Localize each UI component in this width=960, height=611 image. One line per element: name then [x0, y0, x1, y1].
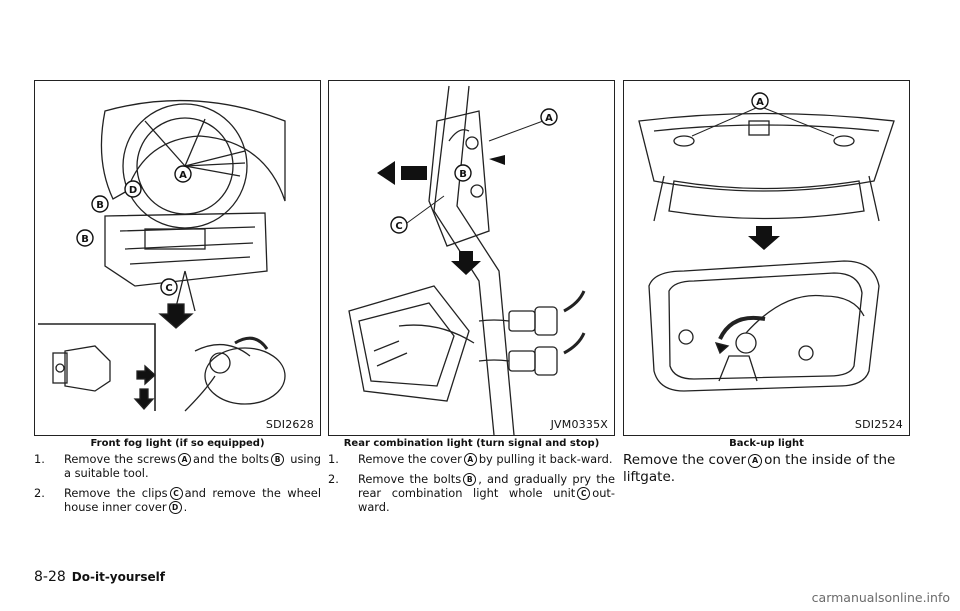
figure-caption: Rear combination light (turn signal and …	[343, 438, 600, 449]
section-title: Do-it-yourself	[71, 570, 165, 584]
callout-marker: A	[178, 453, 192, 466]
figure-caption: Front fog light (if so equipped)	[90, 438, 265, 449]
figure-caption: Back-up light	[729, 438, 804, 449]
callout-a: A	[545, 113, 553, 124]
front-fog-light-illustration: A B D B C	[38, 99, 286, 412]
figure-back-up-light: A SDI2524	[623, 80, 910, 436]
callout-b: B	[96, 200, 104, 211]
callout-marker: B	[463, 473, 477, 486]
figure-code: SDI2628	[265, 418, 314, 431]
callout-c: C	[165, 283, 172, 294]
figure-code: JVM0335X	[550, 418, 608, 431]
callout-b-lower: B	[81, 234, 89, 245]
callout-marker: C	[169, 487, 183, 500]
figure-code: SDI2524	[854, 418, 903, 431]
callout-marker: A	[748, 454, 763, 468]
callout-b: B	[459, 169, 467, 180]
callout-d: D	[129, 185, 137, 196]
callout-marker: C	[577, 487, 591, 500]
page-number: 8-28	[34, 569, 66, 585]
callout-marker: A	[463, 453, 477, 466]
page-footer: 8-28 Do-it-yourself	[34, 569, 165, 585]
figure-rear-combination-light: A B C JVM0335X	[328, 80, 615, 436]
callout-marker: B	[271, 453, 285, 466]
callout-a: A	[179, 170, 187, 181]
back-up-light-illustration: A	[638, 92, 895, 392]
callout-a: A	[756, 97, 764, 108]
callout-marker: D	[168, 501, 182, 514]
callout-c: C	[395, 221, 402, 232]
rear-combination-light-illustration: A B C	[348, 85, 586, 435]
figure-front-fog-light: A B D B C SDI2628	[34, 80, 321, 436]
watermark: carmanualsonline.info	[811, 590, 950, 605]
